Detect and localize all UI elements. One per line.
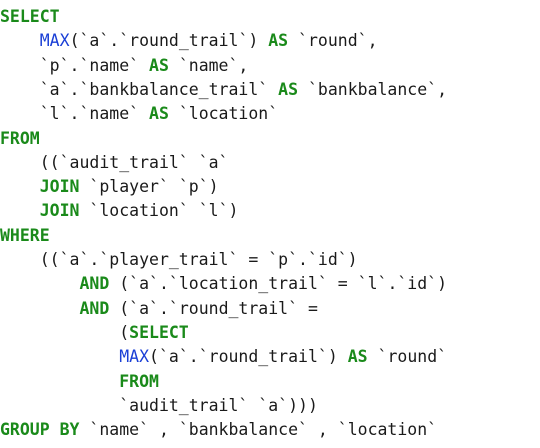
- sql-text: (`a`.`location_trail` = `l`.`id`): [109, 274, 448, 294]
- sql-text: `location` `l`): [79, 201, 239, 221]
- sql-keyword: SELECT: [0, 7, 60, 26]
- code-line: ((`a`.`player_trail` = `p`.`id`): [0, 248, 358, 272]
- sql-text: `player` `p`): [79, 177, 219, 197]
- sql-text: [0, 177, 40, 196]
- sql-function: MAX: [119, 347, 150, 367]
- sql-keyword: AS: [347, 347, 368, 367]
- sql-text: [0, 201, 40, 220]
- sql-keyword: SELECT: [129, 322, 189, 342]
- sql-text: ((`a`.`player_trail` = `p`.`id`): [0, 250, 358, 269]
- sql-text: `l`.`name`: [0, 104, 150, 124]
- code-line: WHERE: [0, 224, 50, 248]
- code-line: `l`.`name` AS `location`: [0, 102, 278, 126]
- sql-text: `a`.`bankbalance_trail`: [0, 79, 279, 99]
- code-line: AND (`a`.`location_trail` = `l`.`id`): [0, 272, 447, 296]
- code-line: `p`.`name` AS `name`,: [0, 54, 249, 78]
- sql-keyword: AS: [278, 79, 299, 99]
- sql-keyword: JOIN: [39, 177, 80, 197]
- code-line: SELECT: [0, 5, 60, 29]
- sql-text: (`a`.`round_trail`): [149, 347, 348, 367]
- code-line: `audit_trail` `a`))): [0, 394, 318, 418]
- sql-text: `round`,: [288, 31, 378, 51]
- sql-text: (`a`.`round_trail`): [69, 31, 269, 51]
- sql-keyword: AS: [268, 31, 289, 51]
- code-line: MAX(`a`.`round_trail`) AS `round`,: [0, 29, 378, 53]
- code-line: FROM: [0, 127, 40, 151]
- sql-keyword: FROM: [119, 371, 159, 391]
- sql-text: (: [0, 322, 130, 342]
- code-line: `a`.`bankbalance_trail` AS `bankbalance`…: [0, 78, 447, 102]
- sql-keyword: GROUP BY: [0, 420, 80, 440]
- code-line: JOIN `player` `p`): [0, 175, 219, 199]
- code-line: ((`audit_trail` `a`: [0, 151, 229, 175]
- sql-text: ((`audit_trail` `a`: [0, 152, 229, 172]
- code-line: AND (`a`.`round_trail` =: [0, 297, 318, 321]
- sql-keyword: AS: [149, 104, 169, 124]
- sql-text: `name` , `bankbalance` , `location`: [79, 420, 438, 440]
- code-line: GROUP BY `name` , `bankbalance` , `locat…: [0, 418, 437, 442]
- sql-keyword: AS: [149, 55, 169, 75]
- sql-text: `round`: [367, 347, 448, 367]
- code-line: (SELECT: [0, 321, 189, 345]
- sql-text: [0, 347, 119, 366]
- sql-keyword: FROM: [0, 128, 40, 148]
- sql-keyword: AND: [79, 298, 110, 318]
- sql-text: (`a`.`round_trail` =: [109, 298, 318, 318]
- sql-text: [0, 372, 119, 391]
- sql-text: `bankbalance`,: [298, 79, 448, 99]
- sql-keyword: WHERE: [0, 225, 50, 245]
- sql-function: MAX: [39, 31, 70, 51]
- code-line: FROM: [0, 370, 159, 394]
- sql-keyword: AND: [79, 274, 110, 294]
- sql-text: [0, 274, 79, 293]
- sql-text: `location`: [168, 104, 279, 124]
- sql-text: [0, 299, 79, 318]
- code-line: JOIN `location` `l`): [0, 199, 239, 223]
- code-line: MAX(`a`.`round_trail`) AS `round`: [0, 345, 447, 369]
- sql-text: `audit_trail` `a`))): [0, 395, 318, 415]
- sql-text: [0, 31, 40, 50]
- sql-keyword: JOIN: [39, 201, 80, 221]
- sql-text: `name`,: [168, 55, 249, 75]
- sql-text: `p`.`name`: [0, 55, 150, 75]
